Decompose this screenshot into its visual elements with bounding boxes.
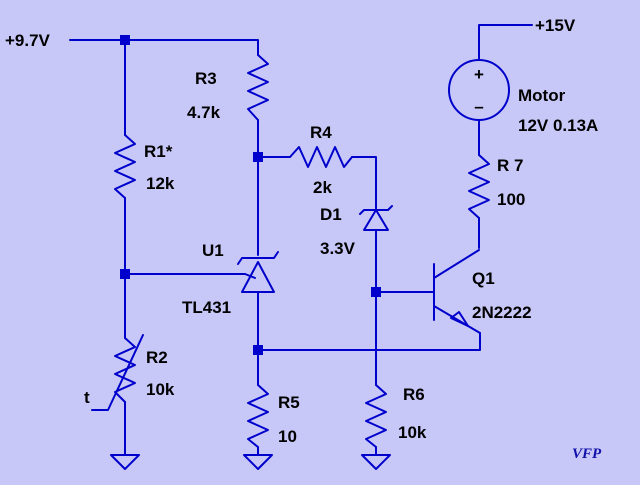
motor-plus-sign: + <box>474 65 484 84</box>
d1-triangle <box>363 209 389 231</box>
u1-ref-pin <box>244 273 256 279</box>
r4-value-label: 2k <box>313 178 332 197</box>
r4-resistor <box>289 146 353 168</box>
wires <box>69 24 533 456</box>
wire-15v <box>478 24 533 61</box>
author-signature: VFP <box>572 446 602 462</box>
r3-resistor <box>247 54 269 121</box>
r7-ref-label: R 7 <box>497 156 523 175</box>
ground-symbol <box>361 454 391 470</box>
r7-value-label: 100 <box>497 190 525 209</box>
r3-value-label: 4.7k <box>187 103 221 122</box>
junctions <box>120 35 381 355</box>
q1-collector <box>433 249 480 279</box>
wire-emitter <box>257 332 481 351</box>
q1-transistor <box>433 249 481 334</box>
r2-thermistor <box>114 337 136 403</box>
wire-main-rail <box>69 39 259 56</box>
r6-value-label: 10k <box>398 423 427 442</box>
motor-minus-sign: – <box>474 97 483 116</box>
r4-ref-label: R4 <box>310 123 332 142</box>
r2-thermistor-marker: t <box>84 388 90 407</box>
u1-triangle <box>241 261 275 293</box>
q1-emitter <box>433 305 481 334</box>
junction-dot <box>120 269 130 279</box>
r5-value-label: 10 <box>278 427 297 446</box>
d1-zener <box>359 194 393 231</box>
u1-value-label: TL431 <box>182 298 231 317</box>
r6-resistor <box>365 384 387 448</box>
r6-ref-label: R6 <box>403 385 425 404</box>
d1-ref-label: D1 <box>320 205 342 224</box>
u1-ref-label: U1 <box>202 241 224 260</box>
ground-symbol <box>243 454 273 470</box>
u1-tl431 <box>237 251 279 293</box>
motor-rating-label: 12V 0.13A <box>518 116 598 135</box>
ground-symbol <box>110 454 140 470</box>
junction-dot <box>371 287 381 297</box>
r7-resistor <box>468 154 490 219</box>
r5-ref-label: R5 <box>278 393 300 412</box>
motor-circle <box>448 59 510 121</box>
supply-main-label: +9.7V <box>5 31 51 50</box>
r1-ref-label: R1* <box>144 142 173 161</box>
motor-ref-label: Motor <box>518 86 566 105</box>
r1-resistor <box>114 134 136 199</box>
r1-value-label: 12k <box>146 174 175 193</box>
u1-cathode-bar <box>237 251 279 265</box>
grounds <box>110 454 391 470</box>
q1-value-label: 2N2222 <box>472 303 532 322</box>
wire-r4-right <box>351 156 377 196</box>
r2-thermistor-slash <box>91 334 144 411</box>
junction-dot <box>120 35 130 45</box>
labels: +9.7V +15V R1* 12k R2 10k t R3 4.7k R4 2… <box>5 16 602 462</box>
motor: + – <box>448 59 510 121</box>
q1-ref-label: Q1 <box>472 269 495 288</box>
r3-ref-label: R3 <box>195 69 217 88</box>
r2-ref-label: R2 <box>146 348 168 367</box>
junction-dot <box>253 152 263 162</box>
junction-dot <box>253 345 263 355</box>
d1-value-label: 3.3V <box>320 239 356 258</box>
supply-motor-label: +15V <box>535 16 576 35</box>
q1-emitter-arrow <box>450 311 469 327</box>
r2-value-label: 10k <box>146 380 175 399</box>
r5-resistor <box>247 384 269 448</box>
